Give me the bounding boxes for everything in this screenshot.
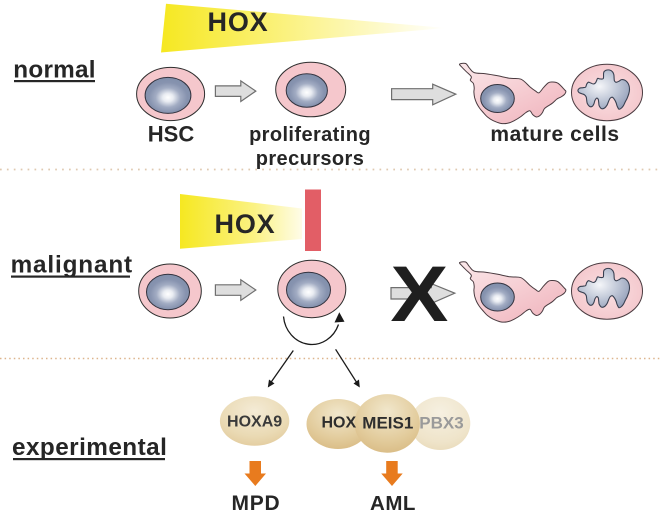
svg-text:mature cells: mature cells [490, 123, 619, 146]
svg-text:HOXA9: HOXA9 [227, 414, 282, 431]
svg-text:MPD: MPD [231, 492, 280, 512]
svg-text:precursors: precursors [256, 148, 365, 170]
svg-text:AML: AML [370, 492, 416, 512]
svg-text:HSC: HSC [148, 122, 195, 147]
svg-text:HOX: HOX [321, 415, 356, 432]
svg-text:normal: normal [13, 56, 96, 83]
svg-text:PBX3: PBX3 [419, 414, 463, 433]
svg-text:HOX: HOX [215, 209, 276, 239]
svg-text:malignant: malignant [11, 252, 133, 279]
svg-text:experimental: experimental [12, 434, 167, 461]
svg-text:proliferating: proliferating [249, 124, 371, 146]
svg-text:HOX: HOX [208, 7, 269, 37]
svg-text:X: X [390, 250, 448, 338]
svg-text:MEIS1: MEIS1 [362, 414, 413, 433]
